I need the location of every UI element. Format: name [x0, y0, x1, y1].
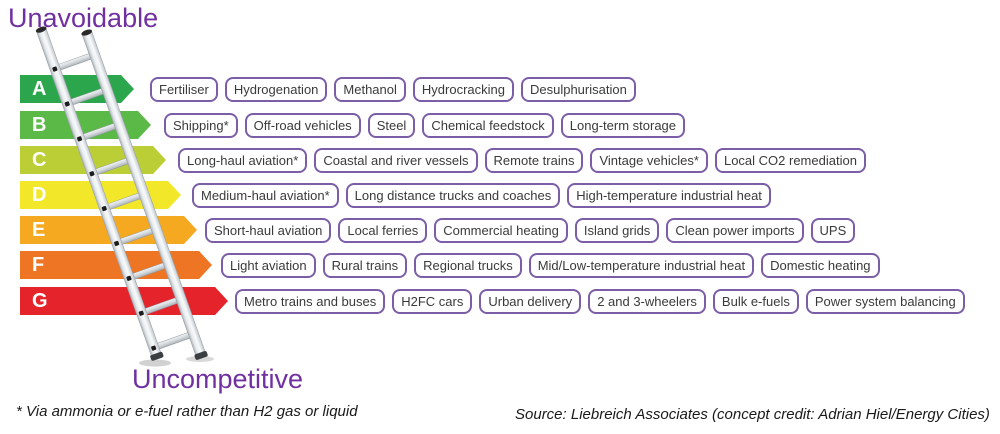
grade-letter-d: D — [32, 184, 47, 206]
use-case-box: Domestic heating — [761, 252, 880, 278]
use-case-box: 2 and 3-wheelers — [588, 288, 706, 314]
ladder-rivets — [52, 66, 157, 351]
use-case-box: H2FC cars — [392, 288, 473, 314]
grade-letter-e: E — [32, 219, 46, 241]
ladder-rungs — [57, 51, 196, 350]
use-case-box: Power system balancing — [805, 288, 965, 314]
use-case-row-d: Medium-haul aviation*Long distance truck… — [192, 182, 771, 208]
use-case-box: Hydrogenation — [224, 76, 328, 102]
use-case-box: Island grids — [574, 217, 660, 243]
use-case-box: Long-term storage — [560, 112, 686, 138]
use-case-box: Local ferries — [338, 217, 428, 243]
grade-letter-g: G — [32, 290, 48, 312]
use-case-row-c: Long-haul aviation*Coastal and river ves… — [178, 147, 866, 173]
use-case-box: Short-haul aviation — [205, 217, 332, 243]
use-case-box: Clean power imports — [666, 217, 804, 243]
use-case-box: Light aviation — [221, 252, 316, 278]
use-case-box: Vintage vehicles* — [590, 147, 708, 173]
source-credit: Source: Liebreich Associates (concept cr… — [515, 406, 990, 423]
use-case-box: Rural trains — [322, 252, 408, 278]
use-case-box: Metro trains and buses — [235, 288, 386, 314]
title-uncompetitive: Uncompetitive — [132, 364, 304, 394]
grade-letter-f: F — [32, 254, 45, 276]
grade-band-g: G — [20, 287, 228, 315]
use-case-box: Medium-haul aviation* — [192, 182, 339, 208]
use-case-box: Commercial heating — [434, 217, 568, 243]
use-case-box: Off-road vehicles — [244, 112, 361, 138]
ladder-graphic — [35, 26, 214, 367]
grade-letter-a: A — [32, 78, 47, 100]
use-case-box: Hydrocracking — [412, 76, 514, 102]
use-case-box: Remote trains — [484, 147, 584, 173]
use-case-box: Urban delivery — [479, 288, 582, 314]
use-case-box: Methanol — [334, 76, 406, 102]
title-unavoidable: Unavoidable — [8, 3, 159, 33]
use-case-box: Chemical feedstock — [422, 112, 554, 138]
use-case-box: Regional trucks — [414, 252, 522, 278]
use-case-box: Bulk e-fuels — [712, 288, 799, 314]
use-case-box: Long-haul aviation* — [178, 147, 308, 173]
ammonia-footnote: * Via ammonia or e-fuel rather than H2 g… — [16, 403, 358, 420]
use-case-box: Shipping* — [164, 112, 238, 138]
use-case-box: Mid/Low-temperature industrial heat — [528, 252, 755, 278]
use-case-box: Long distance trucks and coaches — [345, 182, 561, 208]
use-case-box: Local CO2 remediation — [714, 147, 866, 173]
use-case-box: UPS — [810, 217, 856, 243]
grade-band-c: C — [20, 146, 166, 174]
use-case-box: Desulphurisation — [520, 76, 636, 102]
use-case-box: Coastal and river vessels — [314, 147, 478, 173]
grade-letter-b: B — [32, 114, 47, 136]
use-case-box: Fertiliser — [150, 76, 218, 102]
grade-letter-c: C — [32, 149, 47, 171]
use-case-box: High-temperature industrial heat — [567, 182, 771, 208]
use-case-box: Steel — [367, 112, 416, 138]
